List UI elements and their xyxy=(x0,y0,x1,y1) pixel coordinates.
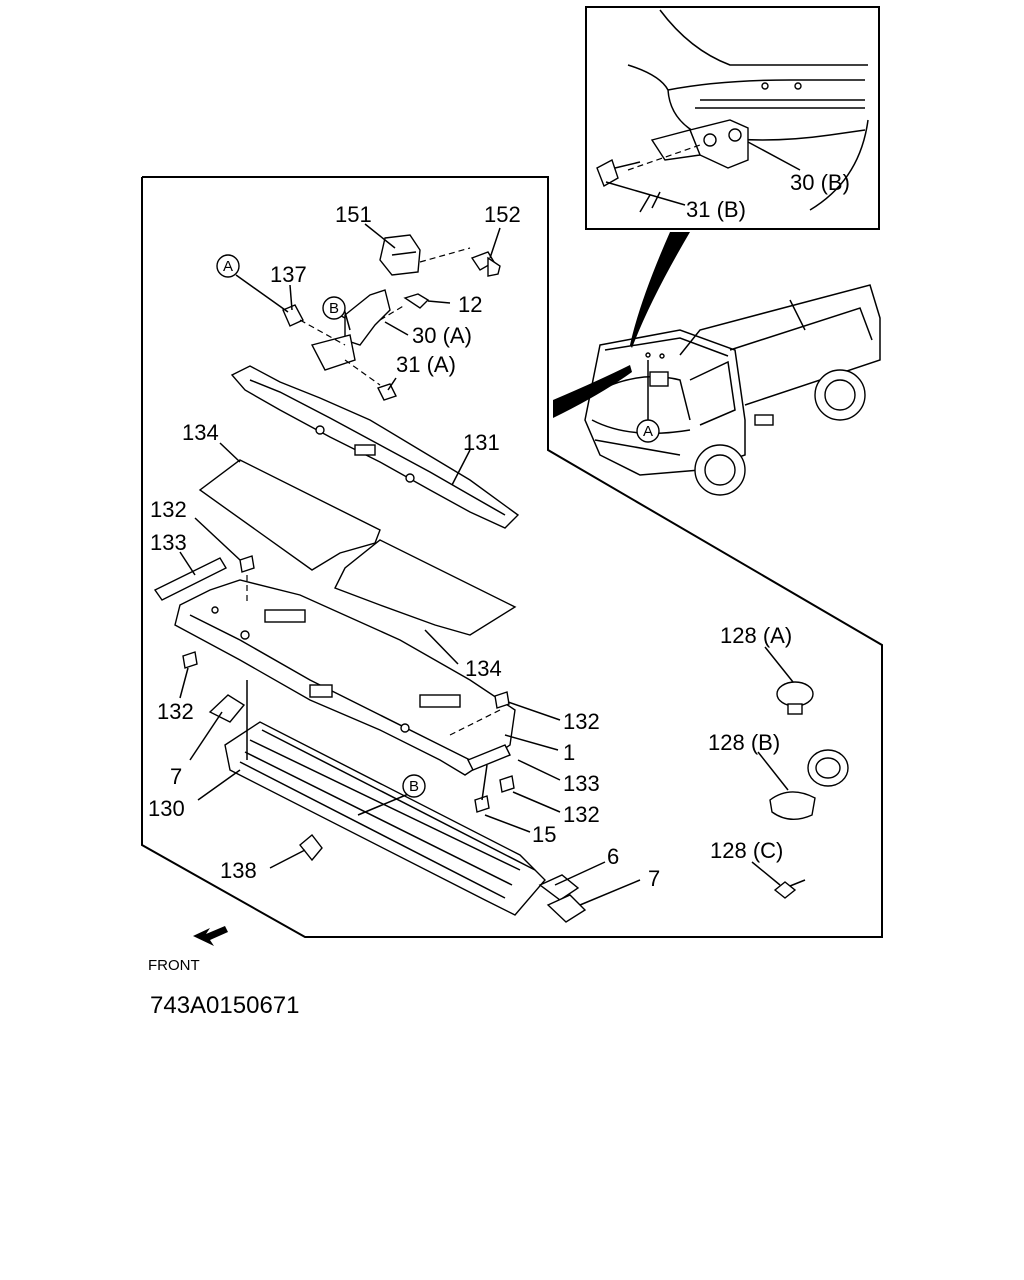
label-131: 131 xyxy=(463,430,500,455)
label-137: 137 xyxy=(270,262,307,287)
rod-right xyxy=(467,744,511,771)
label-7-right: 7 xyxy=(648,866,660,891)
label-128b: 128 (B) xyxy=(708,730,780,755)
label-31a: 31 (A) xyxy=(396,352,456,377)
truck-illustration xyxy=(584,284,881,496)
detail-inset-drawing xyxy=(596,9,869,213)
bracket-7-right xyxy=(546,894,587,923)
label-12: 12 xyxy=(458,292,482,317)
grille xyxy=(224,721,546,916)
callout-a-truck xyxy=(636,419,660,443)
label-30a: 30 (A) xyxy=(412,323,472,348)
callout-a-main-text: A xyxy=(223,258,233,275)
drawing-code: 743A0150671 xyxy=(150,992,299,1019)
label-138: 138 xyxy=(220,858,257,883)
label-31b: 31 (B) xyxy=(686,197,746,222)
bracket-assembly xyxy=(282,234,501,401)
label-6: 6 xyxy=(607,844,619,869)
label-132-b: 132 xyxy=(157,699,194,724)
callout-a-truck-text: A xyxy=(643,423,653,440)
label-134-upper: 134 xyxy=(182,420,219,445)
inset-pointer-left xyxy=(553,365,632,418)
rod-left xyxy=(153,557,227,601)
detail-inset-frame xyxy=(585,6,880,230)
label-7-left: 7 xyxy=(170,764,182,789)
label-132-a: 132 xyxy=(150,497,187,522)
label-30b: 30 (B) xyxy=(790,170,850,195)
callout-b-grille xyxy=(402,774,426,798)
callout-b-bracket xyxy=(322,296,346,320)
label-152: 152 xyxy=(484,202,521,227)
callout-b-grille-text: B xyxy=(409,778,419,795)
part-128-group xyxy=(769,681,849,899)
label-133-b: 133 xyxy=(563,771,600,796)
callout-a-main xyxy=(216,254,240,278)
front-label: FRONT xyxy=(148,957,200,974)
callout-b-bracket-text: B xyxy=(329,300,339,317)
label-128c: 128 (C) xyxy=(710,838,783,863)
label-151: 151 xyxy=(335,202,372,227)
label-15: 15 xyxy=(532,822,556,847)
cross-member xyxy=(230,365,520,529)
clip-138 xyxy=(299,833,323,862)
label-132-d: 132 xyxy=(563,802,600,827)
label-1: 1 xyxy=(563,740,575,765)
bracket-7-left xyxy=(208,694,246,723)
front-arrow-icon xyxy=(193,926,228,946)
insulator-lower xyxy=(334,539,517,636)
inset-pointer xyxy=(630,232,690,348)
label-132-c: 132 xyxy=(563,709,600,734)
fasteners xyxy=(182,555,515,813)
bracket-6 xyxy=(538,874,580,901)
main-frame xyxy=(141,176,883,938)
label-133-a: 133 xyxy=(150,530,187,555)
front-panel xyxy=(174,579,516,776)
label-130: 130 xyxy=(148,796,185,821)
label-134-lower: 134 xyxy=(465,656,502,681)
label-128a: 128 (A) xyxy=(720,623,792,648)
insulator-upper xyxy=(198,459,381,571)
